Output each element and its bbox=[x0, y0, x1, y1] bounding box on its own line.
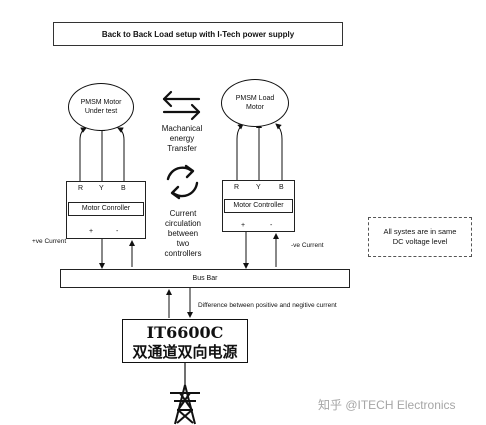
left-motor-label-line1: PMSM Motor bbox=[80, 99, 122, 106]
right-controller-label: Motor Controller bbox=[224, 199, 293, 213]
right-dc-wires bbox=[243, 232, 279, 269]
left-plus-terminal: + bbox=[89, 228, 94, 235]
power-supply-model: IT6600C bbox=[146, 323, 224, 342]
right-phase-r: R bbox=[234, 184, 240, 191]
circulation-line3: between bbox=[167, 229, 199, 238]
bus-bar bbox=[60, 269, 350, 288]
left-dc-wires bbox=[99, 239, 135, 269]
left-controller-label: Motor Conroller bbox=[68, 202, 144, 216]
watermark: 知乎 @ITECH Electronics bbox=[318, 398, 456, 412]
left-minus-terminal: - bbox=[116, 228, 119, 235]
dc-level-note: All systes are in same DC voltage level bbox=[368, 217, 472, 257]
note-line2: DC voltage level bbox=[392, 237, 448, 246]
right-minus-terminal: - bbox=[270, 222, 273, 229]
circulation-line1: Current bbox=[169, 209, 197, 218]
positive-current-label: +ve Current bbox=[32, 238, 67, 245]
left-phase-r: R bbox=[78, 185, 84, 192]
supply-wires bbox=[166, 288, 193, 318]
diagram-title: Back to Back Load setup with I-Tech powe… bbox=[53, 22, 343, 46]
right-motor-label-line1: PMSM Load bbox=[235, 95, 275, 102]
difference-label: Difference between positive and negitive… bbox=[198, 302, 337, 309]
bus-bar-label: Bus Bar bbox=[192, 275, 218, 282]
right-phase-y: Y bbox=[256, 184, 261, 191]
energy-transfer-line3: Transfer bbox=[167, 144, 197, 153]
power-supply-description: 双通道双向电源 bbox=[132, 343, 238, 361]
left-motor-circle bbox=[68, 83, 134, 131]
power-supply-box: IT6600C 双通道双向电源 bbox=[122, 319, 248, 363]
left-phase-b: B bbox=[121, 185, 126, 192]
right-plus-terminal: + bbox=[241, 222, 246, 229]
circulation-line5: controllers bbox=[164, 249, 202, 258]
right-motor-label-line2: Motor bbox=[246, 104, 264, 111]
right-phase-b: B bbox=[279, 184, 284, 191]
circulation-line2: circulation bbox=[164, 219, 201, 228]
left-phase-y: Y bbox=[99, 185, 104, 192]
energy-transfer-line2: energy bbox=[169, 134, 195, 143]
left-motor-label-line2: Under test bbox=[84, 108, 118, 115]
negative-current-label: -ve Current bbox=[291, 242, 324, 249]
energy-transfer-line1: Machanical bbox=[161, 124, 203, 133]
note-line1: All systes are in same bbox=[383, 227, 457, 236]
left-phase-wires bbox=[79, 125, 125, 181]
circulation-line4: two bbox=[176, 239, 190, 248]
right-motor-circle bbox=[221, 79, 289, 127]
